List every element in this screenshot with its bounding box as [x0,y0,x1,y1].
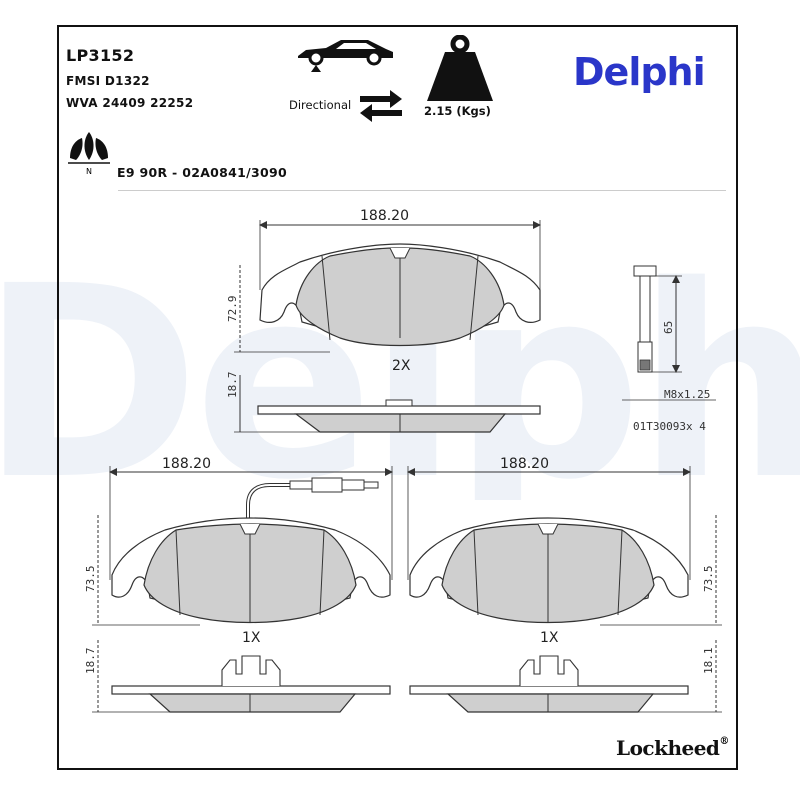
bolt-thread-label: M8x1.25 [664,388,710,401]
left-pad-height-label: 73.5 [84,566,97,593]
bolt-drawing: 65 M8x1.25 01T30093x 4 [622,265,716,433]
fmsi-code: FMSI D1322 [66,74,150,88]
header-divider [118,190,726,191]
right-pad-width-label: 188.20 [500,456,549,472]
registered-mark: ® [719,736,729,747]
bolt-part-label: 01T30093x 4 [633,420,706,433]
eco-badge-letter: N [86,167,92,176]
datasheet-frame [57,25,738,770]
approval-code: E9 90R - 02A0841/3090 [117,165,288,180]
left-pad-thickness-label: 18.7 [84,648,97,675]
car-axle-icon [298,40,393,72]
brand-logo: Delphi [573,50,706,94]
part-number: LP3152 [66,46,135,65]
wva-code: WVA 24409 22252 [66,96,194,110]
weight-icon [427,35,493,101]
right-pad-thickness-label: 18.1 [702,648,715,675]
left-pad-quantity-label: 1X [242,630,261,646]
top-pad-height-label: 72.9 [226,296,239,323]
top-pad-thickness-label: 18.7 [226,372,239,399]
weight-label: 2.15 (Kgs) [424,104,491,118]
eco-leaves-icon: N [68,132,110,176]
directional-arrows-icon [360,90,402,122]
left-pad-drawing: 188.20 73.5 1X 18.7 [84,456,393,713]
top-pad-quantity-label: 2X [392,358,411,374]
right-pad-quantity-label: 1X [540,630,559,646]
top-pad-drawing: 188.20 72.9 2X 18.7 [226,208,541,433]
bolt-length-label: 65 [662,321,675,334]
right-pad-drawing: 188.20 73.5 1X 18.1 [407,456,722,713]
mounting-label: Directional [289,98,352,112]
footer-brand-text: Lockheed [616,736,720,760]
top-pad-width-label: 188.20 [360,208,409,224]
left-pad-width-label: 188.20 [162,456,211,472]
right-pad-height-label: 73.5 [702,566,715,593]
footer-brand: Lockheed® [616,736,729,760]
